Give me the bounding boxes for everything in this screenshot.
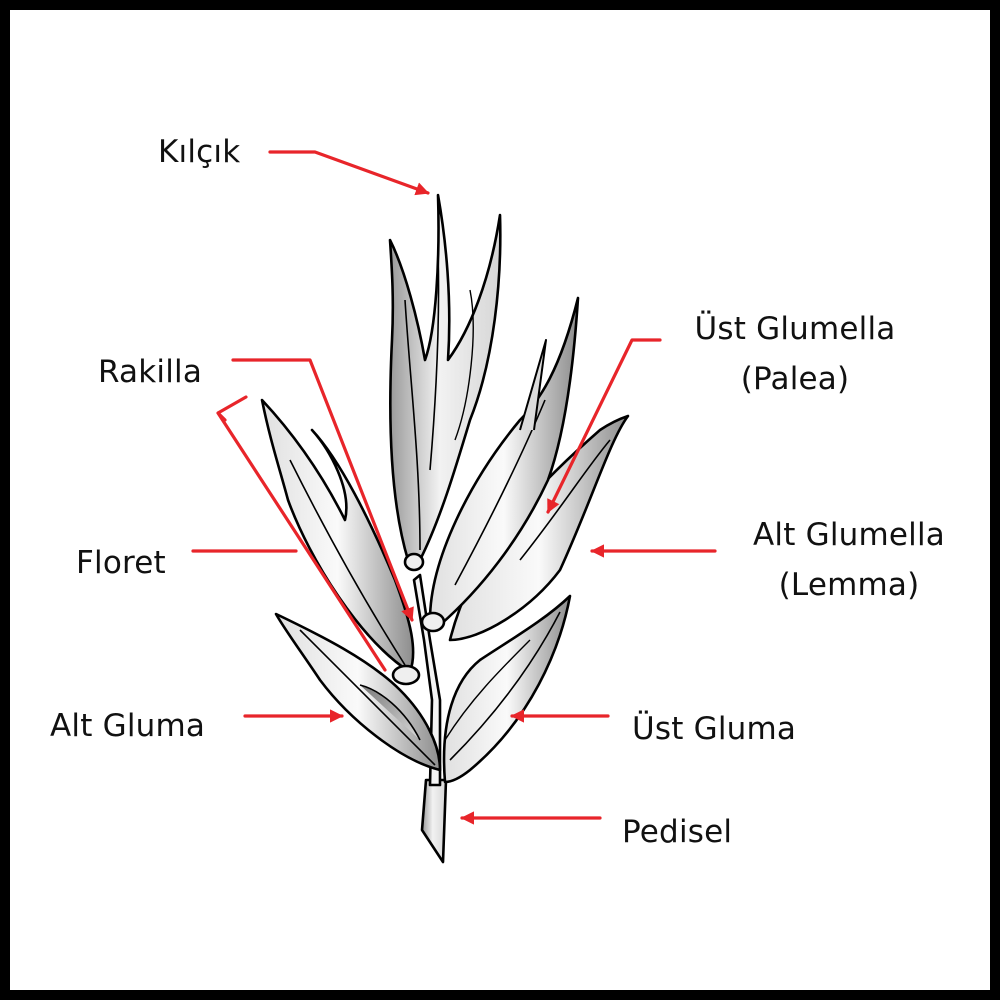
upper-glume — [442, 594, 572, 784]
label-rakilla: Rakilla — [98, 354, 203, 390]
label-ust-gluma: Üst Gluma — [632, 711, 797, 747]
spikelet-illustration — [191, 150, 717, 864]
label-alt-gluma: Alt Gluma — [50, 708, 206, 744]
rachilla-joint-middle — [420, 611, 446, 633]
rachilla-joint-upper — [403, 552, 425, 572]
floret-left — [260, 398, 415, 674]
label-pedisel: Pedisel — [622, 814, 733, 850]
label-ust-glumella: Üst Glumella — [694, 311, 896, 347]
label-palea: (Palea) — [740, 361, 850, 397]
diagram-panel: Kılçık Üst Glumella (Palea) Rakilla Alt … — [10, 10, 990, 990]
arrow-rakilla — [231, 358, 414, 622]
spikelet-drawing — [260, 193, 630, 864]
arrow-ust-glumella — [546, 338, 662, 514]
pointer-arrows — [191, 150, 717, 825]
floret-middle-right — [428, 296, 580, 627]
floret-bracket — [216, 395, 387, 672]
label-floret: Floret — [76, 545, 166, 581]
label-lemma: (Lemma) — [778, 567, 920, 603]
label-kilcik: Kılçık — [158, 134, 241, 170]
rachilla-joint-lower — [391, 664, 421, 686]
lower-glume — [274, 612, 442, 772]
label-alt-glumella: Alt Glumella — [752, 517, 945, 553]
pedicel-stalk — [420, 778, 448, 864]
arrow-kilcik — [268, 150, 430, 196]
